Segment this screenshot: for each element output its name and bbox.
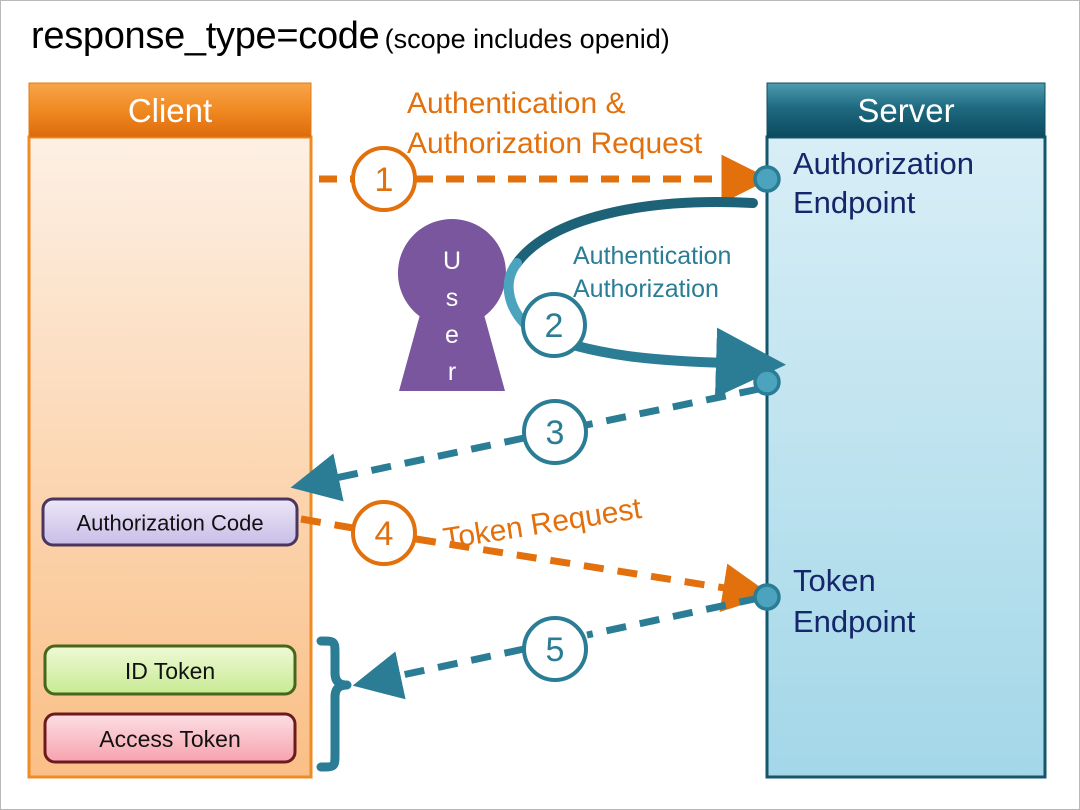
title-main: response_type=code	[31, 15, 380, 57]
authorization-code-label: Authorization Code	[76, 511, 263, 536]
flow-5-step-circle	[522, 616, 588, 682]
flow-step-3: 3	[290, 385, 760, 502]
id-token-label: ID Token	[125, 658, 215, 684]
token-endpoint-line1: Token	[793, 563, 876, 598]
authorization-endpoint-connector-dot	[753, 165, 781, 193]
flow-2-label-line2: Authorization	[573, 275, 719, 303]
flow-2-step-number: 2	[545, 307, 564, 345]
flow-4-line-left	[300, 515, 354, 532]
flow-3-step-number: 3	[546, 414, 565, 452]
user-letter-4: r	[448, 358, 456, 386]
user-actor: U s e r	[397, 219, 506, 391]
flow-1-step-number: 1	[375, 161, 394, 199]
flow-step-5: 5	[352, 594, 760, 700]
flow-step-4: 4 Token Request	[300, 492, 772, 612]
flow-3-line-left	[290, 434, 525, 502]
user-letter-1: U	[443, 247, 461, 275]
flow-1-label-line2: Authorization Request	[407, 127, 703, 160]
access-token-box: Access Token	[43, 712, 297, 764]
server-column: Server Authorization Endpoint Token Endp…	[765, 82, 1047, 779]
id-token-box-rect	[43, 644, 297, 696]
token-endpoint-line2: Endpoint	[793, 604, 916, 639]
flow-1-step-circle	[351, 146, 417, 212]
client-header-label: Client	[128, 92, 212, 129]
client-header	[28, 82, 312, 138]
user-letter-3: e	[445, 321, 459, 349]
flow-step-2: 2 Authentication Authorization	[503, 197, 786, 398]
flow-2-step-circle	[521, 292, 587, 358]
flow-2-label-line1: Authentication	[573, 242, 731, 270]
flow-2-curve-upper	[512, 197, 758, 268]
flow-4-step-circle	[351, 500, 417, 566]
access-token-box-rect	[43, 712, 297, 764]
user-body	[399, 311, 505, 391]
brace-path	[316, 636, 352, 772]
access-token-label: Access Token	[99, 726, 240, 752]
title-sub: (scope includes openid)	[384, 24, 670, 54]
server-header	[766, 82, 1046, 138]
authorization-code-box: Authorization Code	[41, 497, 299, 547]
server-body	[765, 135, 1047, 779]
flow-3-step-circle	[522, 399, 588, 465]
flow-5-line-left	[352, 645, 525, 700]
token-endpoint-connector-dot	[753, 583, 781, 611]
flow-1-label-line1: Authentication &	[407, 87, 625, 120]
flow-4-line	[415, 535, 772, 612]
flow-step-1: 1 Authentication & Authorization Request	[319, 87, 771, 212]
id-token-box: ID Token	[43, 644, 297, 696]
server-header-label: Server	[857, 92, 954, 129]
flow-4-label: Token Request	[441, 492, 644, 556]
user-letter-2: s	[446, 284, 459, 312]
flow-4-step-number: 4	[375, 515, 394, 553]
authorization-endpoint-line2: Endpoint	[793, 185, 916, 220]
page-title: response_type=code (scope includes openi…	[31, 15, 670, 58]
token-group-brace	[316, 636, 352, 772]
authorization-endpoint-connector-dot-2	[753, 368, 781, 396]
authorization-code-box-rect	[41, 497, 299, 547]
flow-5-step-number: 5	[546, 631, 565, 669]
authorization-endpoint-line1: Authorization	[793, 146, 974, 181]
flow-3-line-right	[585, 385, 760, 429]
server-connector-dots	[753, 165, 781, 611]
user-head	[397, 219, 506, 327]
flow-5-line-right	[586, 594, 760, 639]
